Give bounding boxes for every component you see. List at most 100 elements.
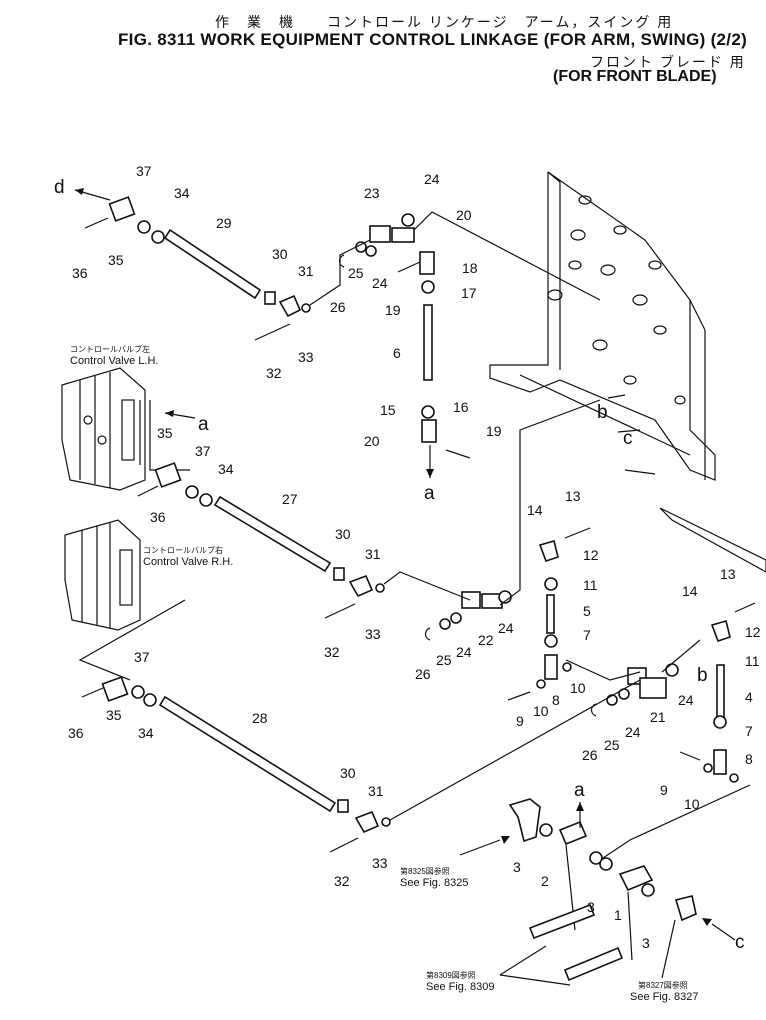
rod-4	[716, 664, 725, 721]
part-number: 12	[583, 547, 599, 563]
letter-d: d	[54, 177, 65, 198]
part-number: 14	[682, 583, 698, 599]
part-number: 36	[150, 509, 166, 525]
rod-27	[213, 495, 332, 573]
joint-group-top	[84, 196, 471, 459]
linkage-lines	[78, 211, 751, 861]
part-number: 4	[745, 689, 753, 705]
rod-28	[158, 695, 337, 813]
part-number: 36	[68, 725, 84, 741]
part-number: 23	[364, 185, 380, 201]
part-number: 13	[565, 488, 581, 504]
part-number: 24	[678, 692, 694, 708]
part-number: 33	[372, 855, 388, 871]
part-number: 37	[195, 443, 211, 459]
part-number-labels: 37 34 35 36 29 30 31 33 32 23 24 20 25 2…	[68, 163, 761, 951]
part-number: 26	[330, 299, 346, 315]
part-number: 24	[456, 644, 472, 660]
letter-a-lever: a	[574, 780, 585, 801]
ref-8327-label: See Fig. 8327	[630, 991, 699, 1003]
letter-a-rod: a	[424, 483, 435, 504]
part-number: 34	[174, 185, 190, 201]
part-number: 10	[570, 680, 586, 696]
part-number: 31	[368, 783, 384, 799]
part-number: 9	[660, 782, 668, 798]
part-number: 37	[136, 163, 152, 179]
part-number: 18	[462, 260, 478, 276]
part-number: 29	[216, 215, 232, 231]
lever-assembly-bottom	[508, 798, 697, 982]
reference-arrows	[74, 188, 736, 986]
part-number: 19	[385, 302, 401, 318]
part-number: 28	[252, 710, 268, 726]
part-number: 25	[348, 265, 364, 281]
part-number: 31	[365, 546, 381, 562]
part-number: 11	[583, 577, 598, 593]
part-number: 3	[587, 899, 595, 915]
japanese-title: 作 業 機 コントロール リンケージ アーム，スイング 用	[215, 14, 674, 30]
part-number: 36	[72, 265, 88, 281]
part-number: 31	[298, 263, 314, 279]
part-number: 25	[604, 737, 620, 753]
part-number: 1	[614, 907, 622, 923]
part-number: 3	[513, 859, 521, 875]
part-number: 10	[684, 796, 700, 812]
control-valve-lh	[61, 367, 146, 491]
part-number: 32	[334, 873, 350, 889]
part-number: 33	[365, 626, 381, 642]
part-number: 24	[424, 171, 440, 187]
part-number: 33	[298, 349, 314, 365]
part-number: 3	[642, 935, 650, 951]
control-valve-rh	[64, 519, 141, 631]
part-number: 17	[461, 285, 477, 301]
control-valve-rh-label: Control Valve R.H.	[143, 556, 233, 568]
part-number: 30	[335, 526, 351, 542]
part-number: 37	[134, 649, 150, 665]
part-number: 26	[415, 666, 431, 682]
letter-c-frame: c	[623, 428, 633, 449]
part-number: 8	[552, 692, 560, 708]
part-number: 16	[453, 399, 469, 415]
part-number: 19	[486, 423, 502, 439]
part-number: 12	[745, 624, 761, 640]
part-number: 7	[745, 723, 753, 739]
rod-29	[163, 228, 262, 300]
part-number: 24	[625, 724, 641, 740]
part-number: 34	[218, 461, 234, 477]
part-number: 6	[393, 345, 401, 361]
joint-group-bottom	[81, 602, 756, 853]
part-number: 35	[157, 425, 173, 441]
part-number: 20	[364, 433, 380, 449]
japanese-subtitle: フロント ブレード 用	[590, 54, 746, 70]
rod-5	[546, 594, 555, 634]
part-number: 35	[106, 707, 122, 723]
ref-8325-label: See Fig. 8325	[400, 877, 469, 889]
part-number: 21	[650, 709, 666, 725]
figure-title: FIG. 8311 WORK EQUIPMENT CONTROL LINKAGE…	[118, 30, 748, 49]
part-number: 26	[582, 747, 598, 763]
control-valve-rh-jp-label: コントロールバルブ右	[143, 545, 223, 555]
reference-letters: d a a b c b a c	[54, 177, 745, 953]
part-number: 27	[282, 491, 298, 507]
letter-b-lever: b	[697, 665, 708, 686]
ref-8309-label: See Fig. 8309	[426, 981, 495, 993]
part-number: 8	[745, 751, 753, 767]
part-number: 35	[108, 252, 124, 268]
ref-8309-jp-label: 第8309図参照	[426, 970, 476, 980]
part-number: 11	[745, 653, 760, 669]
part-number: 24	[498, 620, 514, 636]
control-valve-lh-jp-label: コントロールバルブ左	[70, 344, 150, 354]
caption-labels: コントロールバルブ左 Control Valve L.H. コントロールバルブ右…	[70, 344, 699, 1003]
figure-header: 作 業 機 コントロール リンケージ アーム，スイング 用 FIG. 8311 …	[0, 0, 766, 100]
ref-8325-jp-label: 第8325図参照	[400, 866, 450, 876]
part-number: 2	[541, 873, 549, 889]
part-number: 20	[456, 207, 472, 223]
part-number: 25	[436, 652, 452, 668]
control-valve-lh-label: Control Valve L.H.	[70, 355, 158, 367]
part-number: 24	[372, 275, 388, 291]
part-number: 7	[583, 627, 591, 643]
letter-c-lever: c	[735, 932, 745, 953]
part-number: 13	[720, 566, 736, 582]
part-number: 32	[324, 644, 340, 660]
part-number: 22	[478, 632, 494, 648]
